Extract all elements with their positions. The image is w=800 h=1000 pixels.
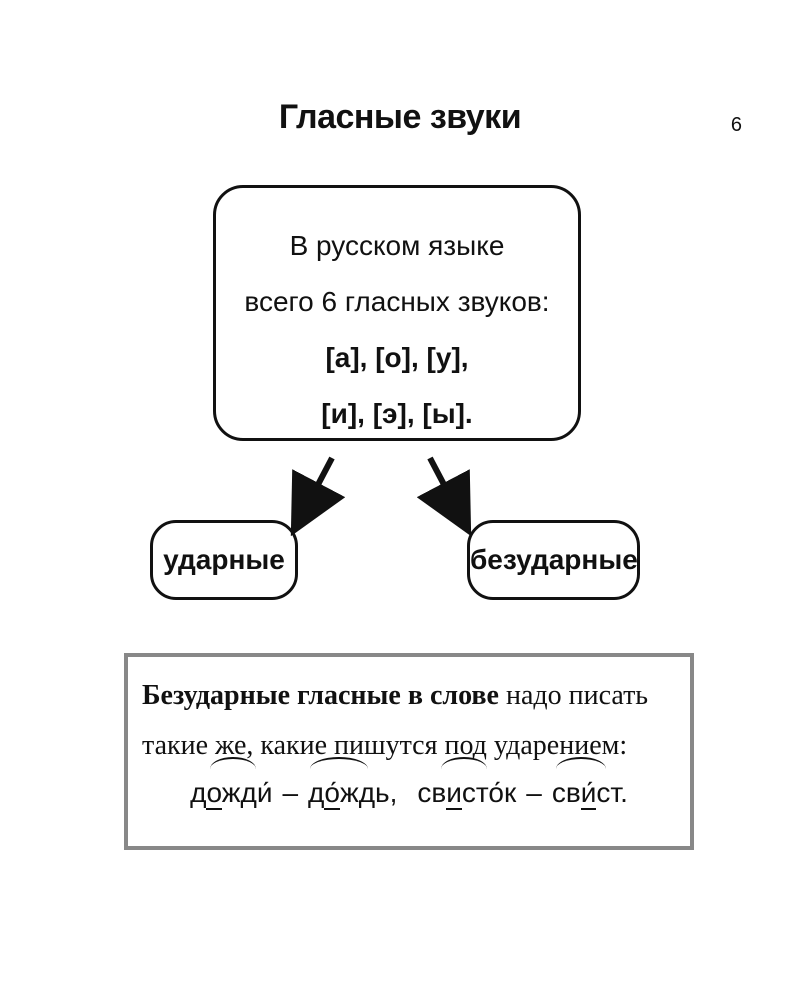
info-line-3: [а], [о], [у], xyxy=(325,342,469,373)
vowels-info-box: В русском языке всего 6 гласных звуков: … xyxy=(213,185,581,441)
rule-normal: надо писать такие же, какие пишутся под … xyxy=(142,680,649,761)
example-word-4: сви́ст. xyxy=(552,757,628,815)
stressed-box: ударные xyxy=(150,520,298,600)
rule-bold: Безударные гласные в слове xyxy=(142,680,499,711)
page-number: 6 xyxy=(730,114,742,136)
info-line-2: всего 6 гласных звуков: xyxy=(244,286,550,317)
example-word-2: до́ждь, xyxy=(308,757,397,815)
arrow-right-icon xyxy=(416,456,472,537)
unstressed-box: безударные xyxy=(467,520,640,600)
dash-1: – xyxy=(282,777,299,808)
example-word-1: дожди́ xyxy=(190,757,272,815)
examples-line: дожди́–до́ждь,свисто́к–сви́ст. xyxy=(142,757,676,815)
rule-text: Безударные гласные в слове надо писать т… xyxy=(142,671,676,771)
page-title: Гласные звуки xyxy=(278,98,522,136)
info-line-4: [и], [э], [ы]. xyxy=(321,398,473,429)
dash-2: – xyxy=(526,777,542,808)
example-word-3: свисто́к xyxy=(417,757,516,815)
info-line-1: В русском языке xyxy=(289,230,505,261)
arrow-left-icon xyxy=(290,456,346,537)
rule-box: Безударные гласные в слове надо писать т… xyxy=(124,653,694,850)
